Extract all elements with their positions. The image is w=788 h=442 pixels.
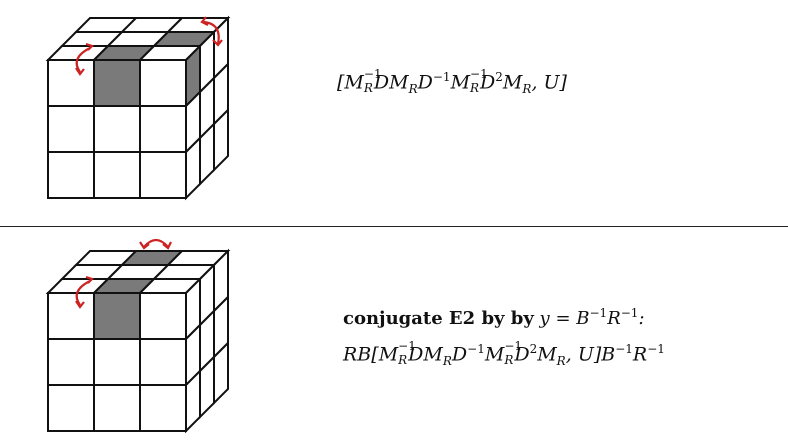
cube-diagram-bottom [45, 238, 231, 434]
arrowhead-icon [139, 241, 150, 250]
conjugation-intro: conjugate E2 by by y = B−1R−1: [343, 306, 645, 329]
cube-top-face [45, 17, 231, 61]
front-sticker [139, 292, 187, 340]
arrowhead-icon [162, 241, 172, 250]
rotation-arrows [75, 16, 223, 76]
cube-front-face [47, 292, 187, 432]
front-sticker [47, 292, 95, 340]
front-sticker [47, 151, 95, 199]
front-sticker [139, 384, 187, 432]
cube-diagram-top [45, 15, 231, 201]
front-sticker-highlight [93, 292, 141, 340]
arrowhead-icon [212, 39, 223, 47]
right-sticker [213, 340, 229, 406]
intro-math: y = B−1R−1: [539, 306, 645, 329]
red-arrow-icon [75, 280, 91, 306]
front-sticker [47, 105, 95, 153]
right-sticker [213, 107, 229, 173]
arrowhead-icon [85, 275, 95, 284]
cube-front-face [47, 59, 187, 199]
cube-top-face [45, 250, 231, 294]
front-sticker [93, 338, 141, 386]
front-sticker [47, 338, 95, 386]
front-sticker [139, 105, 187, 153]
red-arrow-icon [75, 47, 91, 73]
front-sticker [93, 384, 141, 432]
rotation-arrows [75, 238, 172, 309]
cube-right-face [185, 15, 229, 201]
arrowhead-icon [85, 42, 95, 51]
front-sticker [139, 338, 187, 386]
arrowhead-icon [75, 300, 85, 309]
red-arrow-icon [143, 238, 169, 248]
red-arrow-icon [203, 20, 220, 45]
cube-right-face [185, 248, 229, 434]
front-sticker [139, 59, 187, 107]
front-sticker [47, 384, 95, 432]
front-sticker [139, 151, 187, 199]
arrowhead-icon [75, 67, 85, 76]
front-sticker [47, 59, 95, 107]
front-sticker [93, 105, 141, 153]
front-sticker-highlight [93, 59, 141, 107]
front-sticker [93, 151, 141, 199]
arrowhead-icon [200, 16, 209, 26]
intro-label: conjugate E2 by by [343, 308, 534, 329]
divider [0, 226, 788, 227]
